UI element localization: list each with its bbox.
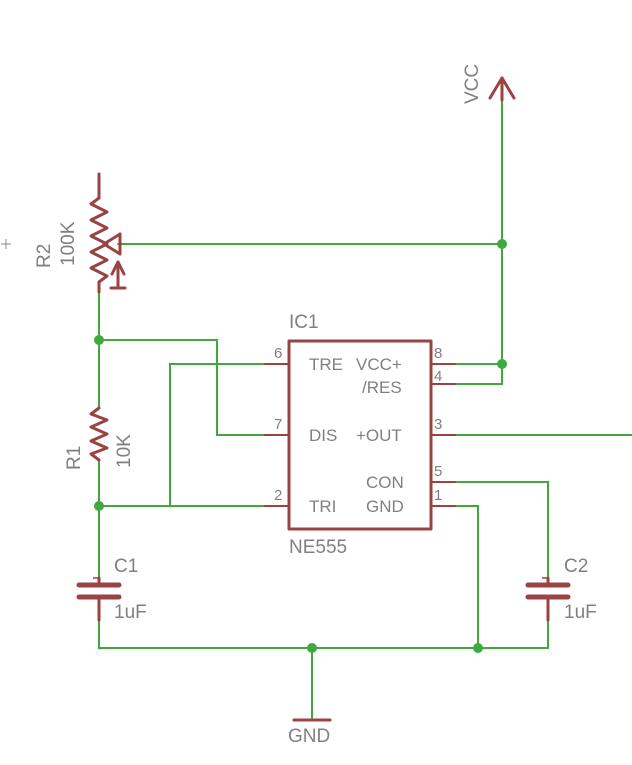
ic-name: IC1 [289, 312, 319, 333]
junction-dot [497, 239, 507, 249]
pin-name-con: CON [366, 473, 404, 492]
pin-number: 5 [434, 463, 442, 480]
junction-dot [497, 359, 507, 369]
wire-tre [169, 363, 265, 507]
ic-value: NE555 [289, 537, 347, 558]
c1-value: 1uF [114, 602, 147, 623]
pin-name-gnd: GND [366, 497, 404, 516]
pin-name-tre: TRE [309, 355, 343, 374]
wire-dis [98, 339, 265, 436]
pin-number: 6 [274, 345, 282, 362]
vcc-supply-symbol: VCC [462, 64, 516, 104]
potentiometer-r2 [89, 172, 127, 294]
pin-name-vcc: VCC+ [356, 355, 402, 374]
r1-value: 10K [114, 434, 135, 468]
pin-name-dis: DIS [309, 426, 337, 445]
ground-label: GND [288, 726, 330, 747]
pin-number: 8 [434, 345, 442, 362]
capacitor-c1 [76, 576, 122, 622]
c2-value: 1uF [564, 602, 597, 623]
ic-ne555 [264, 339, 456, 531]
pin-number: 4 [434, 368, 442, 385]
junction-dot [94, 335, 104, 345]
junction-dot [94, 501, 104, 511]
r2-value: 100K [58, 221, 79, 266]
r1-name: R1 [64, 446, 85, 470]
pin-number: 2 [274, 487, 282, 504]
c2-name: C2 [564, 556, 588, 577]
wires [98, 81, 632, 719]
pin-name-out: +OUT [356, 426, 402, 445]
vcc-label: VCC [462, 64, 483, 104]
capacitor-c2 [525, 576, 571, 622]
junctions [94, 239, 507, 653]
pin-number: 3 [434, 416, 442, 433]
wire-ground-bus [98, 619, 549, 649]
pin-number: 1 [434, 487, 442, 504]
c1-name: C1 [114, 556, 138, 577]
pin-number: 7 [274, 416, 282, 433]
wire-con [431, 481, 549, 579]
wire-vcc-rail [431, 81, 503, 385]
origin-cross-marker [1, 239, 11, 249]
pin-name-res: /RES [362, 378, 402, 397]
resistor-r1 [89, 406, 109, 462]
r2-name: R2 [34, 244, 55, 268]
pin-name-tri: TRI [309, 497, 336, 516]
junction-dot [307, 643, 317, 653]
wire-gnd-pin1 [431, 505, 479, 649]
junction-dot [473, 643, 483, 653]
